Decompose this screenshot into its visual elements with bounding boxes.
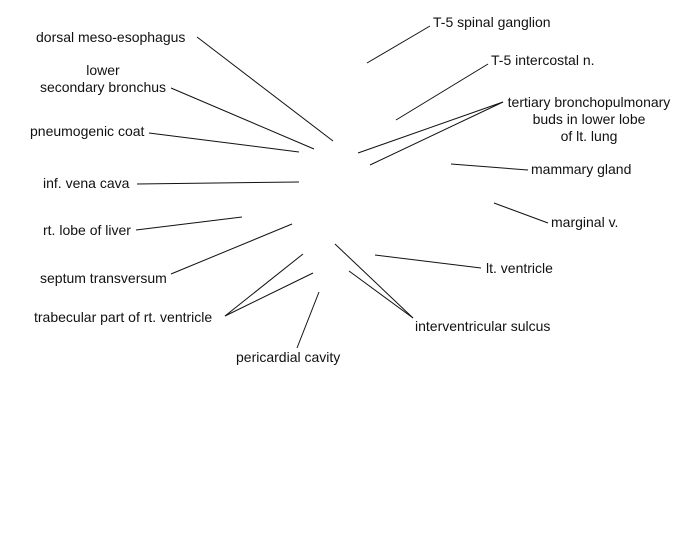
label-rt-lobe-of-liver: rt. lobe of liver — [43, 222, 131, 238]
leader-tertiary-buds-a — [357, 101, 504, 154]
label-tertiary-bronchopulmonary-buds: tertiary bronchopulmonary buds in lower … — [500, 94, 675, 145]
leader-interventricular-sulcus-a — [334, 243, 414, 319]
leader-trabecular-part-a — [224, 253, 304, 317]
leader-mammary-gland — [450, 163, 529, 171]
label-t5-spinal-ganglion: T-5 spinal ganglion — [433, 14, 551, 30]
leader-t5-intercostal-n — [395, 63, 489, 121]
leader-dorsal-meso-esophagus — [196, 36, 334, 142]
label-septum-transversum: septum transversum — [40, 270, 167, 286]
label-inf-vena-cava: inf. vena cava — [43, 175, 130, 191]
label-t5-intercostal-n: T-5 intercostal n. — [491, 52, 595, 68]
leader-pneumogenic-coat — [148, 132, 300, 153]
leader-marginal-v — [493, 202, 549, 224]
label-lower-secondary-bronchus-line1: lower — [86, 62, 120, 78]
label-mammary-gland: mammary gland — [531, 161, 632, 177]
label-pneumogenic-coat: pneumogenic coat — [30, 123, 145, 139]
label-tertiary-buds-line2: buds in lower lobe — [532, 111, 646, 127]
leader-inf-vena-cava — [136, 181, 300, 185]
leader-pericardial-cavity — [296, 291, 320, 349]
label-lower-secondary-bronchus: lower secondary bronchus — [36, 62, 170, 96]
label-lower-secondary-bronchus-line2: secondary bronchus — [39, 79, 167, 95]
label-lt-ventricle: lt. ventricle — [486, 260, 553, 276]
leader-tertiary-buds-b — [369, 101, 504, 166]
leader-rt-lobe-of-liver — [135, 216, 243, 231]
leader-septum-transversum — [170, 223, 293, 275]
leader-lt-ventricle — [374, 254, 482, 269]
leader-interventricular-sulcus-b — [348, 270, 414, 319]
label-dorsal-meso-esophagus: dorsal meso-esophagus — [36, 29, 186, 45]
label-marginal-v: marginal v. — [551, 214, 619, 230]
label-pericardial-cavity: pericardial cavity — [236, 349, 341, 365]
leader-trabecular-part-b — [224, 272, 314, 317]
leader-lower-secondary-bronchus — [170, 87, 315, 150]
label-tertiary-buds-line1: tertiary bronchopulmonary — [507, 94, 671, 110]
label-interventricular-sulcus: interventricular sulcus — [415, 318, 551, 334]
label-trabecular-part-of-rt-ventricle: trabecular part of rt. ventricle — [34, 309, 213, 325]
label-tertiary-buds-line3: of lt. lung — [560, 128, 618, 144]
leader-t5-spinal-ganglion — [366, 25, 431, 64]
